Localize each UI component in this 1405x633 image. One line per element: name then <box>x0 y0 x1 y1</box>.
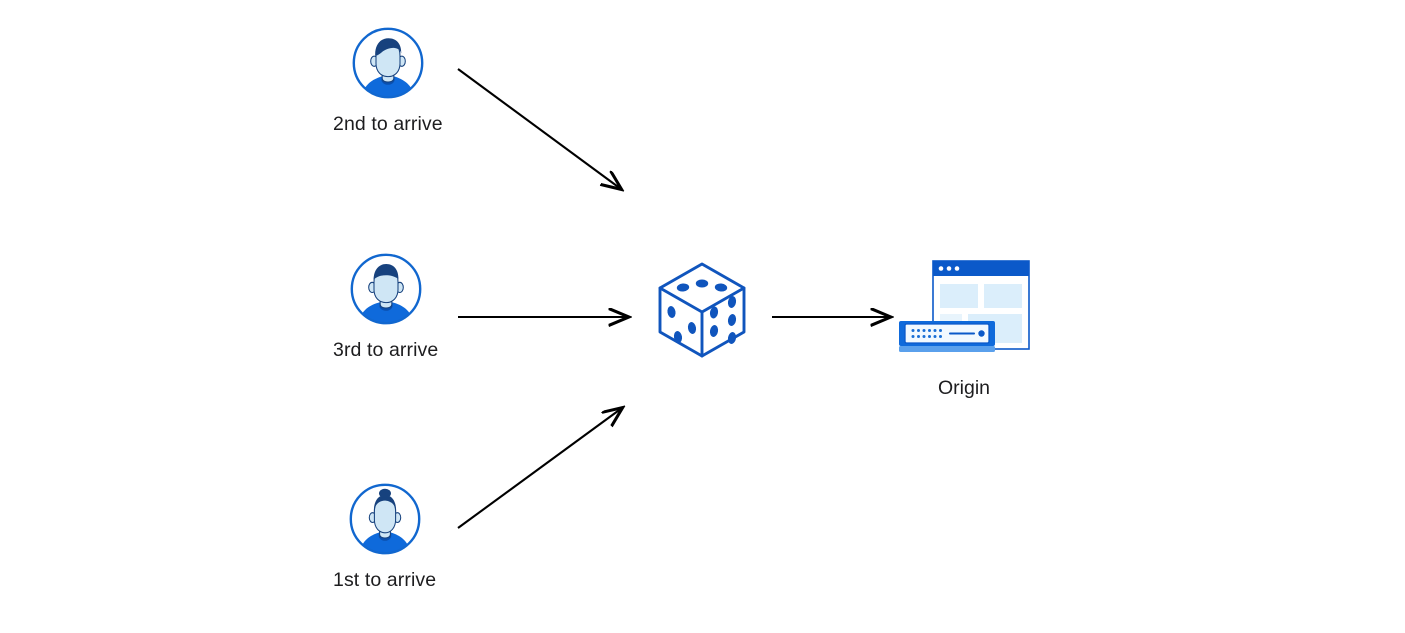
visitor-label: 1st to arrive <box>333 569 437 591</box>
origin-server-icon <box>896 258 1032 362</box>
dice-icon <box>658 262 746 358</box>
server-device <box>899 321 995 352</box>
visitor-label: 2nd to arrive <box>333 113 443 135</box>
visitor-label: 3rd to arrive <box>333 339 439 361</box>
node-visitor-1st[interactable]: 1st to arrive <box>333 481 436 591</box>
user-avatar-icon <box>348 251 424 327</box>
origin-label: Origin <box>937 377 991 399</box>
node-visitor-2nd[interactable]: 2nd to arrive <box>333 25 443 135</box>
arrow-2nd-to-dice <box>457 68 621 189</box>
arrow-1st-to-dice <box>457 408 622 529</box>
user-avatar-icon <box>347 481 423 557</box>
node-origin[interactable]: Origin <box>896 258 1032 399</box>
node-load-balancer[interactable] <box>654 258 750 362</box>
user-avatar-icon <box>350 25 426 101</box>
node-visitor-3rd[interactable]: 3rd to arrive <box>333 251 438 361</box>
